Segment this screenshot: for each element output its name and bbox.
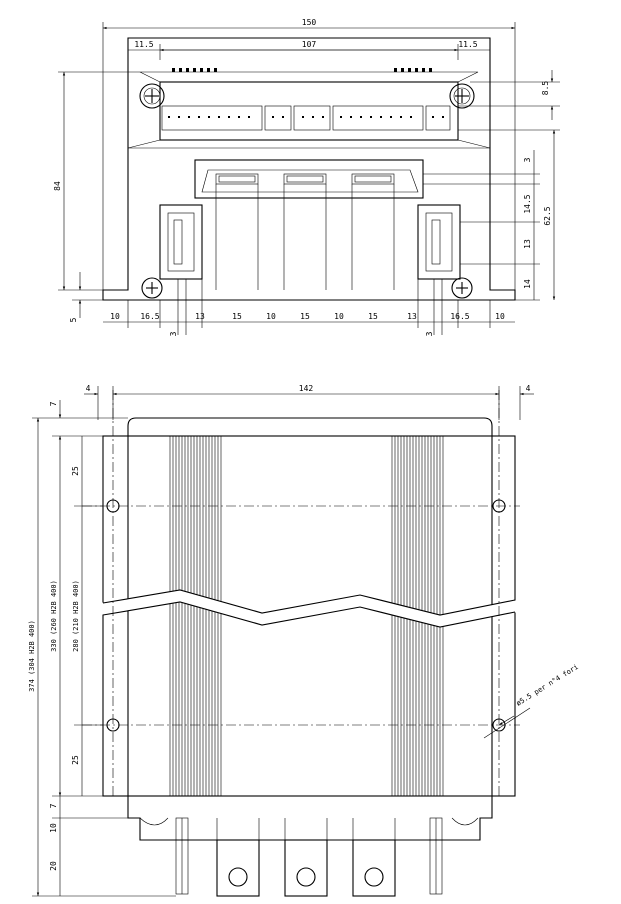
dim-inner-width: 107 [302, 40, 317, 49]
dim-bottom-7: 10 [334, 312, 344, 321]
break-line-bottom [102, 601, 516, 628]
dim-top-margin: 25 [71, 466, 80, 476]
break-band [100, 590, 518, 627]
power-terminal-1 [216, 818, 260, 897]
break-line-top [102, 589, 516, 616]
top-view: 150 11.5 107 11.5 84 5 8.5 [53, 18, 560, 336]
dim-front-width: 142 [299, 384, 314, 393]
dim-base-step: 5 [69, 317, 78, 322]
power-terminal-3 [352, 818, 396, 897]
screw-top-left-icon [139, 83, 165, 109]
dim-bottom-11: 10 [495, 312, 505, 321]
dim-bottom-1: 10 [110, 312, 120, 321]
dim-right-a: 3 [523, 157, 532, 162]
screw-bottom-right-icon [451, 277, 473, 299]
dim-left-offset: 11.5 [134, 40, 153, 49]
dim-bottom-5: 10 [266, 312, 276, 321]
dim-terminal-step: 10 [49, 823, 58, 833]
hole-note: ø5.5 per n°4 fori [515, 663, 580, 708]
connector-housing [159, 81, 459, 141]
dim-bottom-8: 15 [368, 312, 378, 321]
side-connector-left [159, 204, 203, 335]
pin-header [161, 68, 451, 131]
dim-total-width: 150 [302, 18, 317, 27]
dim-bottom-small-right: 3 [425, 331, 434, 336]
dim-bottom-small-left: 3 [169, 331, 178, 336]
dim-bottom-margin: 25 [71, 755, 80, 765]
dim-bottom-10: 16.5 [450, 312, 469, 321]
dim-left-gap: 4 [86, 384, 91, 393]
dim-right-b: 14.5 [523, 194, 532, 213]
fins-left [169, 436, 222, 796]
dim-right-offset: 11.5 [458, 40, 477, 49]
housing-bevel [139, 71, 479, 83]
side-connector-right [417, 204, 461, 335]
dim-body-height: 330 (260 H2B 400) [50, 580, 58, 652]
terminal-block [127, 796, 493, 895]
dim-terminal-length: 20 [49, 861, 58, 871]
dim-bottom-9: 13 [407, 312, 417, 321]
heatsink-body [127, 417, 493, 796]
dim-right-total: 62.5 [543, 206, 552, 225]
dim-overall-height: 374 (304 H2B 400) [28, 620, 36, 692]
screw-top-right-icon [449, 83, 475, 109]
dim-bottom-3: 13 [195, 312, 205, 321]
screw-bottom-left-icon [141, 277, 163, 299]
dim-hole-spacing: 280 (210 H2B 400) [72, 580, 80, 652]
dim-bottom-gap: 7 [49, 803, 58, 808]
top-view-outline [102, 37, 516, 301]
dim-bottom-2: 16.5 [140, 312, 159, 321]
front-view-dimensions: 142 4 4 374 (304 H2B 400) 330 (260 H2B 4… [28, 384, 580, 897]
dim-bottom-6: 15 [300, 312, 310, 321]
dim-right-top: 8.5 [541, 81, 550, 96]
power-terminal-block [194, 159, 424, 290]
dim-right-gap: 4 [526, 384, 531, 393]
power-terminal-2 [284, 818, 328, 897]
dim-bottom-4: 15 [232, 312, 242, 321]
dim-right-c: 13 [523, 239, 532, 249]
dim-right-d: 14 [523, 279, 532, 289]
dim-height: 84 [53, 181, 62, 191]
top-view-dimensions: 150 11.5 107 11.5 84 5 8.5 [53, 18, 560, 336]
front-view: 142 4 4 374 (304 H2B 400) 330 (260 H2B 4… [28, 384, 580, 897]
dim-top-gap: 7 [49, 401, 58, 406]
